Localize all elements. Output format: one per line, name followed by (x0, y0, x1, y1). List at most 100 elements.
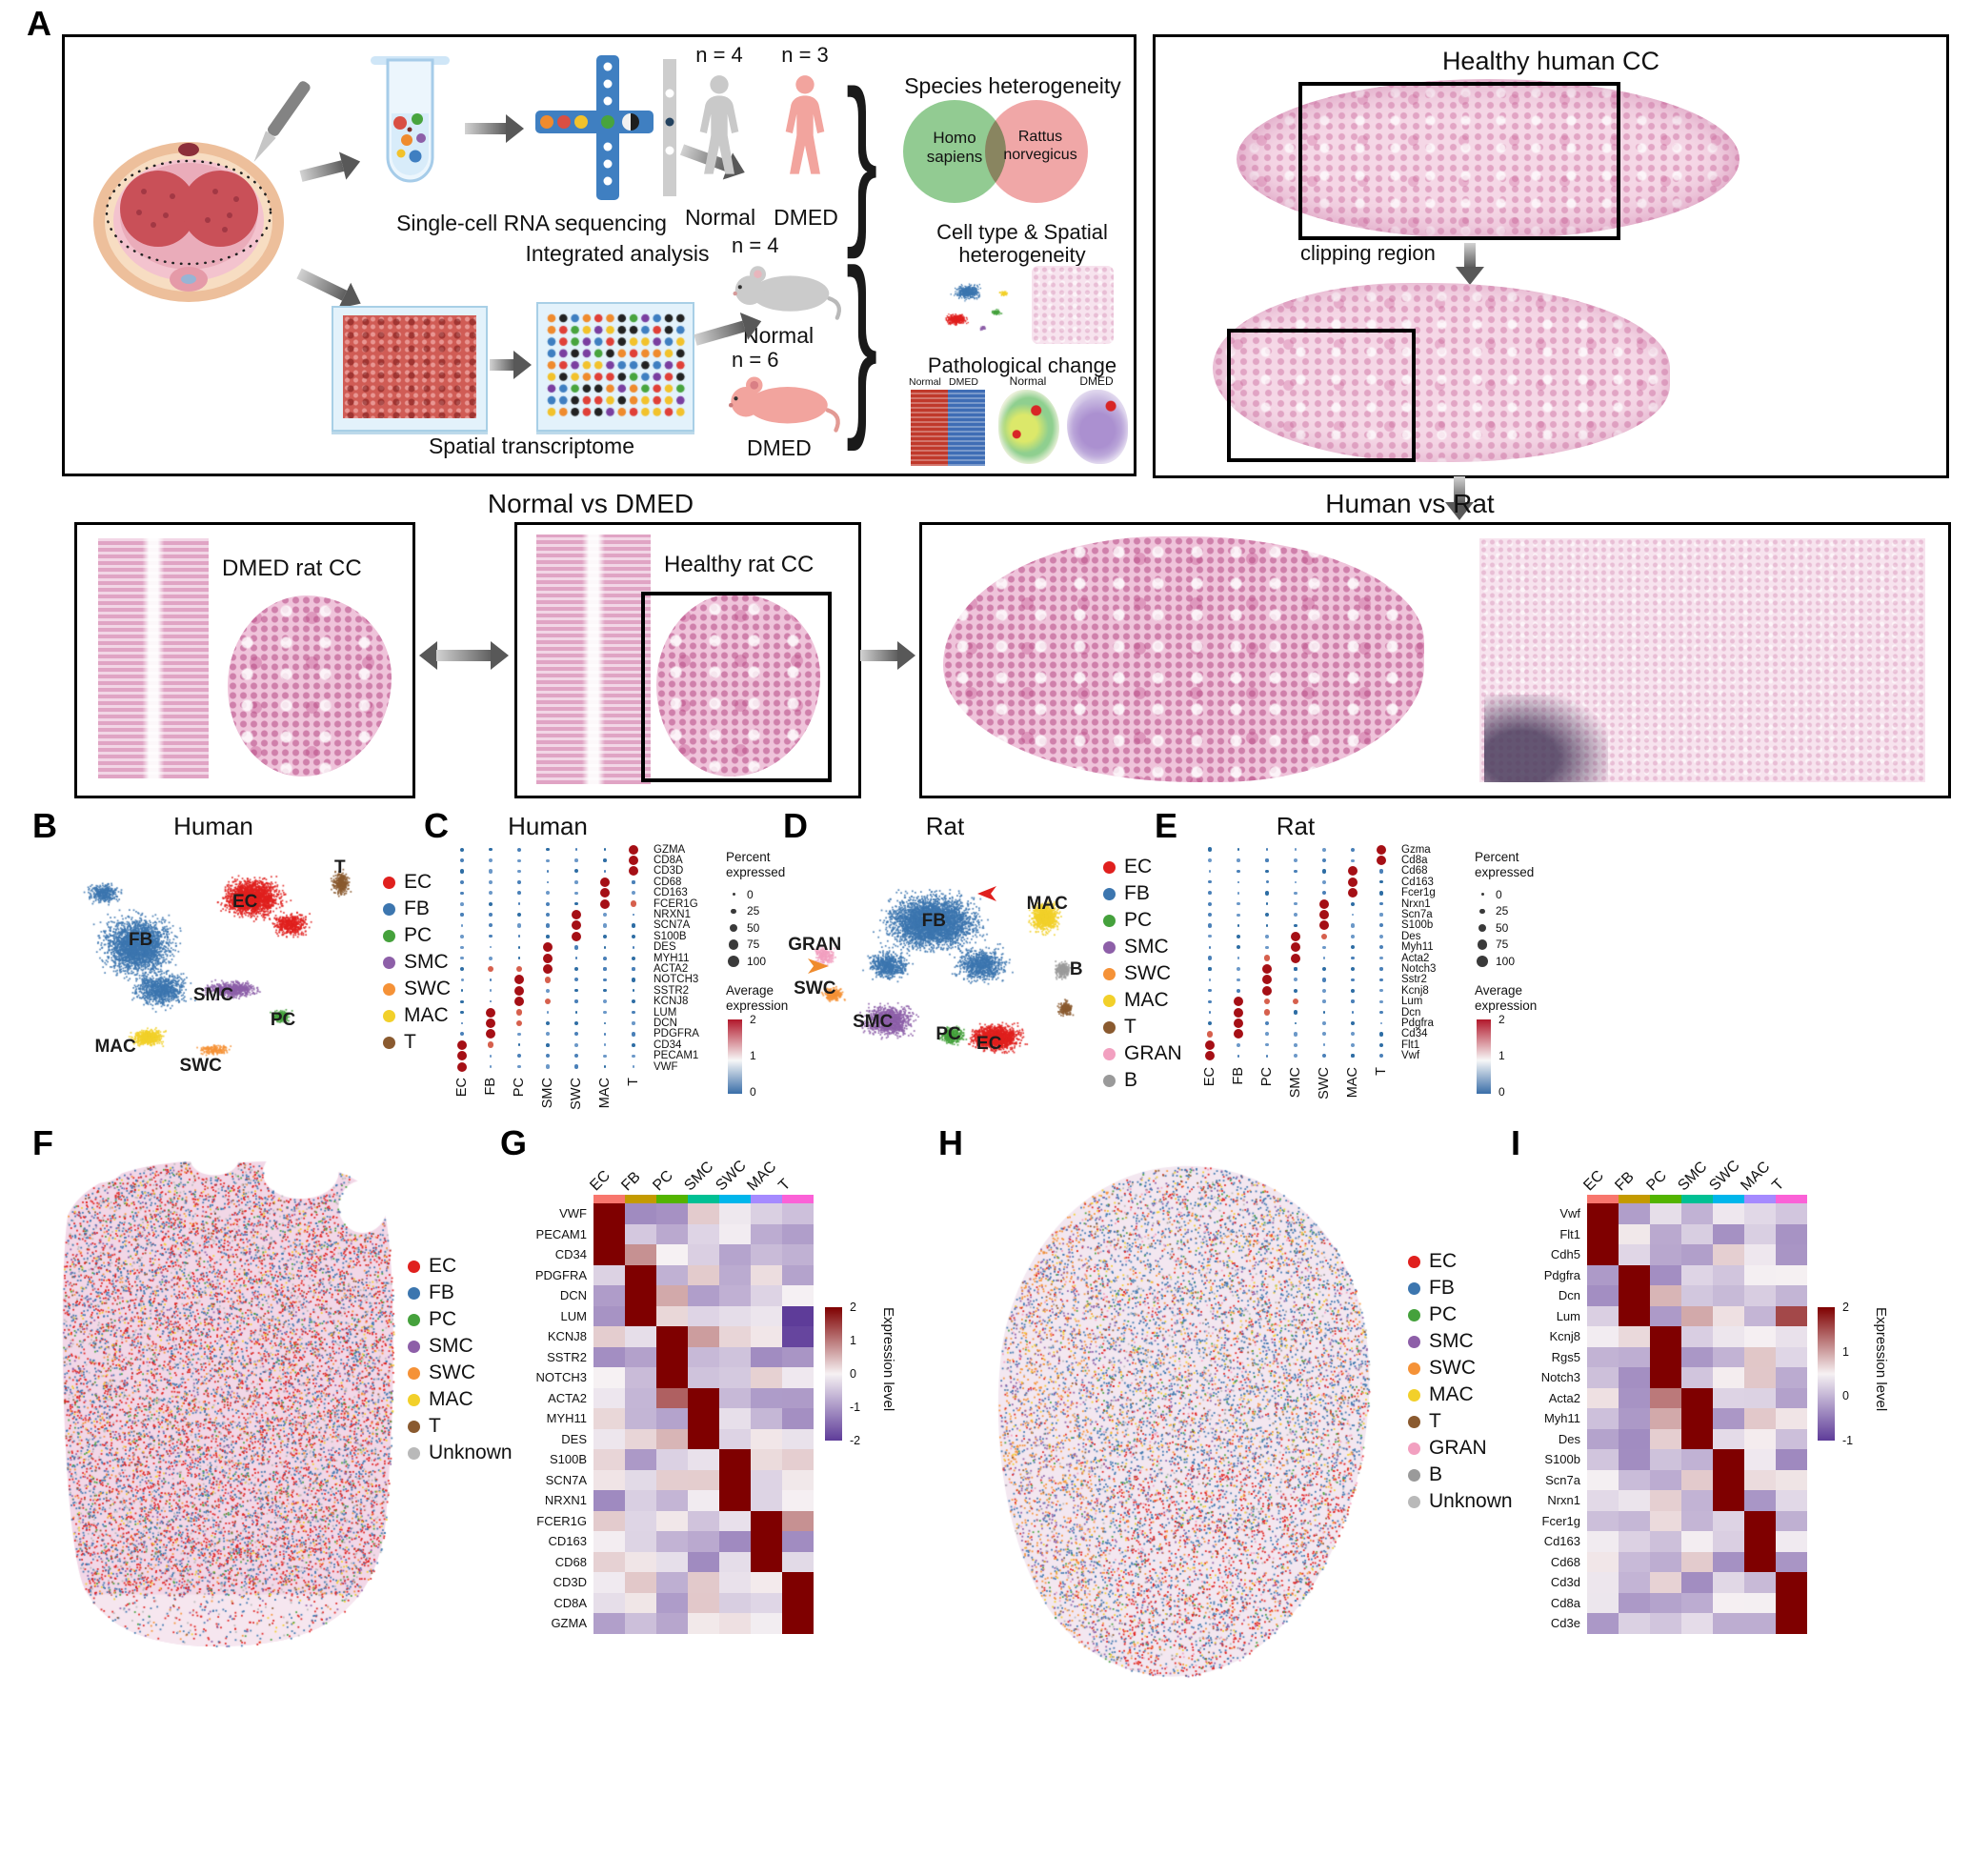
dotplot-row: S100B (448, 931, 699, 942)
expression-dot (489, 1065, 493, 1068)
strip-cell (1619, 1195, 1650, 1203)
heatmap-cell (593, 1367, 625, 1388)
heatmap-column-label: PC (650, 1167, 677, 1195)
expression-dot (1207, 847, 1213, 852)
dot-cell (533, 1007, 562, 1018)
expression-dot (574, 1011, 578, 1014)
expression-dot (1264, 912, 1270, 918)
panel-c-title: Human (508, 812, 588, 840)
heatmap-cell (1650, 1408, 1681, 1429)
dot-cell (1253, 1039, 1281, 1050)
clipping-region-rect-2 (1227, 329, 1416, 462)
heatmap-cell (593, 1305, 625, 1326)
dot-cell (1310, 888, 1338, 898)
gene-label: S100b (1401, 919, 1434, 932)
dot-cell (1310, 953, 1338, 963)
heatmap-cell (1776, 1326, 1807, 1347)
dotplot-row: Acta2 (1196, 953, 1436, 964)
expression-dot (460, 858, 464, 863)
heatmap-cell (1744, 1223, 1776, 1244)
dot-cell (505, 996, 533, 1007)
dot-cell (1224, 1039, 1253, 1050)
dot-cell (619, 985, 648, 996)
heatmap-cell (1681, 1613, 1713, 1634)
heatmap-cell (782, 1244, 814, 1265)
heatmap-cell (656, 1551, 688, 1572)
dot-cell (1224, 855, 1253, 865)
dot-cell (1338, 866, 1367, 877)
expression-dot (517, 858, 521, 862)
strip-cell (593, 1195, 625, 1203)
dot-cell (505, 877, 533, 887)
legend-item-b: B (1408, 1462, 1513, 1488)
legend-label: MAC (404, 1004, 449, 1026)
percent-legend-value: 50 (1496, 920, 1509, 935)
legend-item-t: T (383, 1029, 451, 1056)
dot-cell (1253, 953, 1281, 963)
heatmap-cell (593, 1264, 625, 1285)
expression-dot (1234, 1029, 1243, 1039)
dark-tissue-corner (1484, 695, 1608, 782)
dot-cell (591, 844, 619, 855)
heatmap-row: Pdgfra (1526, 1264, 1807, 1285)
average-expression-tick: 0 (1498, 1085, 1505, 1099)
dot-cell (619, 1050, 648, 1060)
dot-cell (1253, 931, 1281, 941)
heatmap-cell (656, 1367, 688, 1388)
heatmap-cell (782, 1469, 814, 1490)
expression-dot (1208, 935, 1212, 938)
heatmap-cell (1776, 1613, 1807, 1634)
expression-dot (1350, 923, 1356, 928)
gene-label: Vwf (1401, 1050, 1420, 1062)
heatmap-cell (1619, 1367, 1650, 1388)
expression-dot (1263, 1009, 1271, 1016)
heatmap-cell (1681, 1490, 1713, 1511)
heatmap-cell (625, 1367, 656, 1388)
dot-cell (533, 985, 562, 996)
expression-dot (1236, 945, 1241, 950)
dot-cell (505, 866, 533, 877)
heatmap-cell (593, 1531, 625, 1552)
percent-legend-row: 75 (1475, 937, 1574, 954)
spot-array-slide (536, 302, 694, 432)
heatmap-cell (1681, 1285, 1713, 1306)
dot-cell (1338, 844, 1367, 855)
heatmap-cell (782, 1510, 814, 1531)
dot-cell (619, 866, 648, 877)
legend-label: T (429, 1415, 441, 1437)
expression-dot (1379, 967, 1383, 971)
venn-label-rattus: Rattus norvegicus (996, 129, 1084, 165)
legend-item-smc: SMC (383, 949, 451, 976)
heatmap-cell (1713, 1203, 1744, 1224)
dot-cell (1367, 920, 1396, 931)
percent-legend-dot-wrap (726, 923, 741, 932)
expression-dot (1351, 978, 1355, 982)
heatmap-cell (688, 1592, 719, 1613)
dot-cell (1367, 996, 1396, 1006)
heatmap-row: Cdh5 (1526, 1244, 1807, 1265)
dot-cell (476, 931, 505, 941)
heatmap-cell (782, 1531, 814, 1552)
dot-cell (476, 920, 505, 931)
expression-dot (516, 923, 522, 928)
legend-item-swc: SWC (408, 1360, 513, 1386)
dot-cell (1281, 855, 1310, 865)
dot-cell (1281, 1050, 1310, 1060)
expression-dot (1322, 847, 1326, 852)
dot-cell (1224, 985, 1253, 996)
dot-cell (1338, 985, 1367, 996)
strip-cell (1587, 1195, 1619, 1203)
gene-label: SSTR2 (654, 984, 690, 997)
dot-cell (619, 1039, 648, 1050)
heatmap-cell (1619, 1551, 1650, 1572)
dot-cell (1281, 975, 1310, 985)
dot-cell (1253, 1007, 1281, 1018)
expression-dot (515, 1009, 523, 1016)
dot-cell (619, 1029, 648, 1039)
expression-dot (1378, 934, 1384, 939)
cell-type-label-wrap: SMC (1281, 1065, 1310, 1111)
percent-legend-row: 0 (726, 886, 825, 903)
heatmap-cell (625, 1203, 656, 1224)
dot-cell (591, 898, 619, 909)
